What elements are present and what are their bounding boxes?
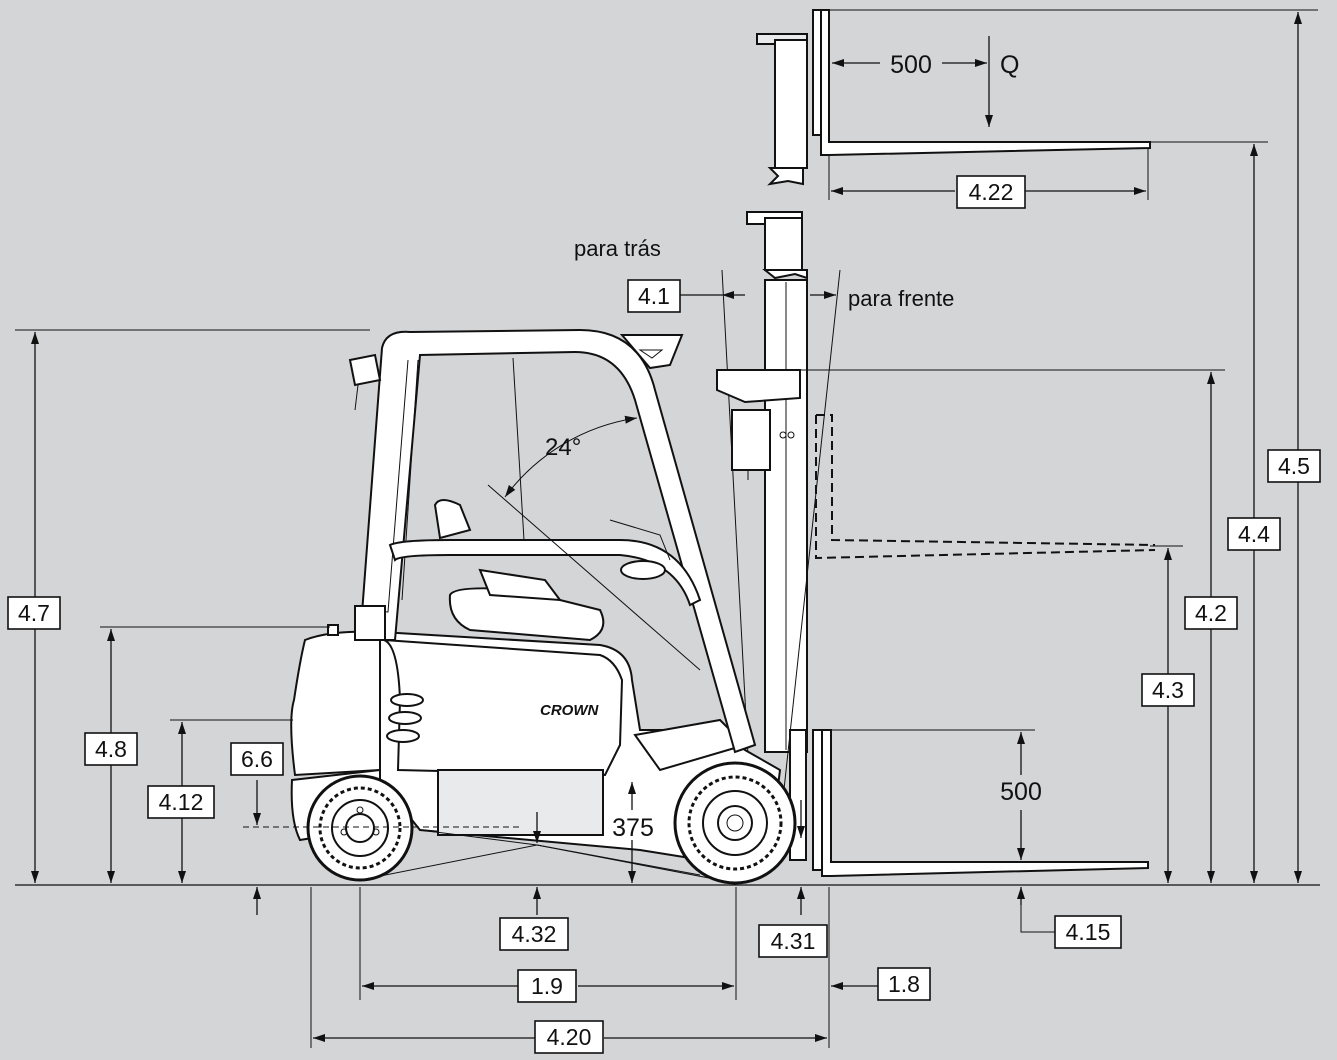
load-symbol: Q bbox=[1000, 51, 1019, 79]
label-4-8: 4.8 bbox=[95, 736, 127, 762]
mast bbox=[721, 33, 841, 846]
label-4-5: 4.5 bbox=[1278, 453, 1310, 479]
label-4-1: 4.1 bbox=[638, 283, 670, 309]
tilt-angle-indicator: 24° bbox=[487, 415, 701, 671]
tilt-back-label: para trás bbox=[574, 236, 661, 261]
label-4-31: 4.31 bbox=[771, 928, 816, 954]
dashed-fork-position bbox=[815, 414, 1156, 560]
load-center-value: 500 bbox=[890, 51, 932, 79]
dimension-labels: 4.5 4.4 4.2 4.3 4.7 4.8 4.12 6.6 4.32 4.… bbox=[7, 175, 1321, 1054]
cabin bbox=[327, 328, 771, 754]
clearance-line-rear bbox=[359, 844, 538, 881]
tilt-angle-label: 24° bbox=[545, 434, 581, 461]
label-4-2: 4.2 bbox=[1195, 600, 1227, 626]
dimension-lines bbox=[15, 9, 1318, 1048]
label-4-7: 4.7 bbox=[18, 600, 50, 626]
label-4-20: 4.20 bbox=[547, 1024, 592, 1050]
label-4-12: 4.12 bbox=[159, 789, 204, 815]
label-4-15: 4.15 bbox=[1066, 919, 1111, 945]
label-4-32: 4.32 bbox=[512, 921, 557, 947]
tilt-forward-label: para frente bbox=[848, 286, 954, 311]
front-wheel bbox=[673, 761, 797, 885]
label-1-9: 1.9 bbox=[531, 973, 563, 999]
overhead-guard bbox=[716, 369, 801, 439]
label-6-6: 6.6 bbox=[241, 746, 273, 772]
fork-height-value: 500 bbox=[1000, 778, 1042, 806]
raised-fork bbox=[812, 9, 1151, 156]
label-4-4: 4.4 bbox=[1238, 521, 1270, 547]
ground-clearance-value: 375 bbox=[612, 814, 654, 842]
label-1-8: 1.8 bbox=[888, 971, 920, 997]
brand-logo: CROWN bbox=[540, 702, 599, 719]
label-4-22: 4.22 bbox=[969, 179, 1014, 205]
rear-wheel bbox=[306, 774, 414, 882]
lowered-fork bbox=[789, 729, 1149, 877]
label-4-3: 4.3 bbox=[1152, 677, 1184, 703]
